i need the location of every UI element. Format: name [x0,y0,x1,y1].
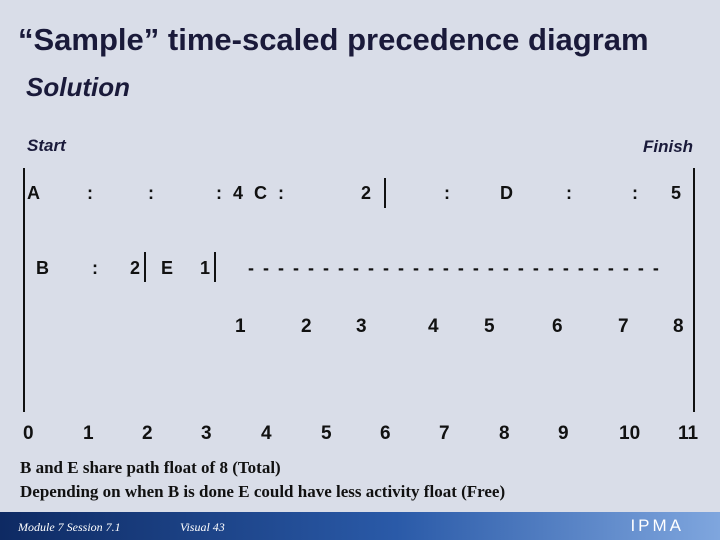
float-tick: 6 [552,316,563,337]
footer-bar: Module 7 Session 7.1 Visual 43 IPMA [0,512,720,540]
start-line [23,168,25,412]
float-tick: 4 [428,316,439,337]
time-tick: 10 [619,423,641,444]
footer-visual: Visual 43 [180,520,225,534]
time-tick: 6 [380,423,391,444]
row-a-colon: : [632,183,638,203]
row-a-colon: : [148,183,154,203]
time-tick: 7 [439,423,450,444]
note-total-float: B and E share path float of 8 (Total) [20,458,281,477]
activity-e-duration: 1 [200,258,211,278]
footer-module: Module 7 Session 7.1 [18,520,121,534]
activity-d-duration: 5 [671,183,682,203]
finish-label: Finish [643,137,694,156]
activity-a: A [27,183,40,203]
row-b-colon: : [92,258,98,278]
finish-line [693,168,695,412]
row-a-colon: : [87,183,93,203]
activity-c-duration: 2 [361,183,372,203]
e-end-divider [214,252,216,282]
float-tick: 3 [356,316,367,337]
ipma-logo: IPMA [630,516,684,535]
row-a-colon: : [566,183,572,203]
float-tick: 5 [484,316,495,337]
time-tick: 0 [23,423,34,444]
time-tick: 2 [142,423,153,444]
activity-c: : 4 C : [216,183,285,203]
float-tick: 1 [235,316,246,337]
start-label: Start [27,136,66,155]
activity-d: D [500,183,513,203]
float-tick: 7 [618,316,629,337]
time-tick: 1 [83,423,94,444]
time-tick: 4 [261,423,272,444]
activity-b-duration: 2 [130,258,141,278]
time-tick: 9 [558,423,569,444]
activity-e: E [161,258,174,278]
c-d-divider [384,178,386,208]
time-tick: 11 [678,423,699,444]
activity-b: B [36,258,49,278]
time-tick: 5 [321,423,332,444]
time-tick: 3 [201,423,212,444]
float-tick: 2 [301,316,312,337]
float-tick: 8 [673,316,684,337]
b-e-divider [144,252,146,282]
slide-title: “Sample” time-scaled precedence diagram [18,22,649,57]
time-tick: 8 [499,423,510,444]
float-dashed-line: - - - - - - - - - - - - - - - - - - - - … [248,258,661,276]
slide-subtitle: Solution [26,72,130,102]
row-a-colon: : [444,183,450,203]
note-free-float: Depending on when B is done E could have… [20,482,506,501]
